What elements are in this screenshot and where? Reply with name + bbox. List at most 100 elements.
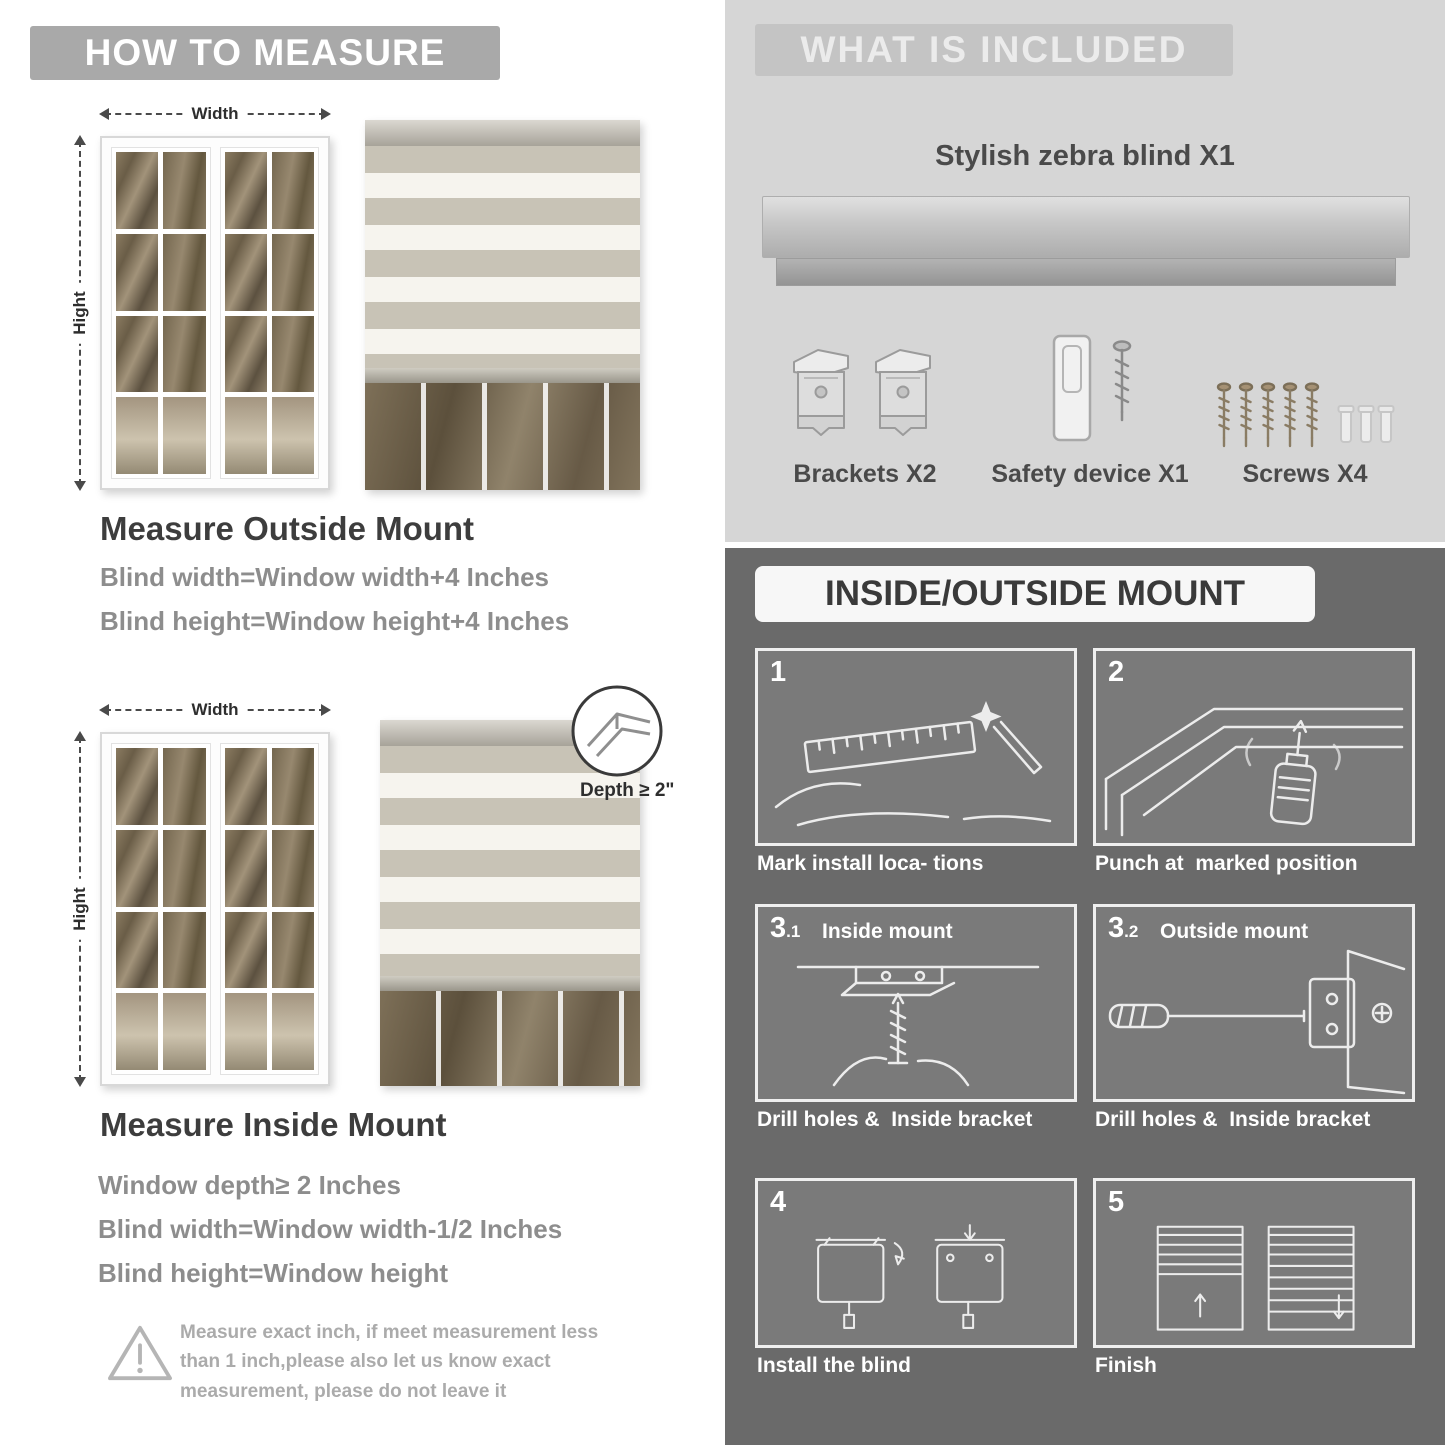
window-pane [116,315,159,393]
inside-width-formula: Blind width=Window width-1/2 Inches [98,1214,563,1244]
step-number: 2 [1108,656,1125,688]
step-number: 3.1 [770,912,801,944]
arrow-up-icon [74,731,86,741]
window-illustration-inside [100,732,330,1086]
window-pane [271,911,314,989]
step-panel-3-1: 3.1 Inside mount [755,904,1077,1102]
step-number: 1 [770,656,787,688]
depth-requirement-label: Depth ≥ 2" [580,780,675,801]
screw-icon [1112,340,1132,422]
window-pane [224,993,267,1070]
window-pane [163,397,206,474]
height-measure-inside: Hight [70,731,90,1087]
window-pane [271,397,314,474]
step-number: 5 [1108,1186,1125,1218]
step-panel-3-2: 3.2 Outside mount [1093,904,1415,1102]
how-to-measure-title: HOW TO MEASURE [84,32,446,73]
screws-icon [1216,382,1395,448]
step-title: Outside mount [1160,920,1309,943]
blind-cassette [365,120,640,146]
step-panel-2: 2 [1093,648,1415,846]
window-sash [111,743,211,1075]
window-sash [111,147,211,479]
window-pane [271,993,314,1070]
arrow-down-icon [74,1077,86,1087]
arrow-down-icon [74,481,86,491]
step-caption-4: Install the blind [757,1354,912,1377]
window-pane [224,911,267,989]
zebra-blind-outside-illustration [365,120,640,490]
step-caption-3-1: Drill holes & Inside bracket [757,1108,1033,1131]
inside-depth-rule: Window depth≥ 2 Inches [98,1170,401,1200]
safety-device-label: Safety device X1 [991,460,1189,488]
window-pane [163,993,206,1070]
step-caption-1: Mark install loca- tions [757,852,984,875]
outside-mount-title: Measure Outside Mount [100,510,475,547]
window-pane [271,152,314,229]
window-pane [224,152,267,229]
window-sash [219,147,319,479]
outside-bracket-illustration [1108,949,1406,1095]
window-pane [224,829,267,907]
height-label: Hight [70,878,90,940]
window-view [380,991,640,1086]
blind-bottom-rail [365,368,640,383]
what-is-included-banner: WHAT IS INCLUDED [755,24,1233,76]
step-number: 3.2 [1108,912,1139,944]
drill-illustration [1104,707,1404,837]
step-title: Inside mount [822,920,953,943]
step-caption-2: Punch at marked position [1095,852,1358,875]
window-pane [271,233,314,311]
arrow-left-icon [99,704,109,716]
width-label: Width [182,104,248,124]
step-panel-5: 5 [1093,1178,1415,1348]
inside-mount-title: Measure Inside Mount [100,1106,447,1143]
window-pane [163,748,206,825]
window-pane [163,911,206,989]
blind-headrail-valance [776,258,1396,286]
step-caption-3-2: Drill holes & Inside bracket [1095,1108,1371,1131]
window-pane [116,911,159,989]
blind-bottom-rail [380,976,640,991]
window-pane [271,315,314,393]
what-is-included-title: WHAT IS INCLUDED [800,29,1188,70]
included-blind-label: Stylish zebra blind X1 [935,140,1235,172]
window-pane [116,152,159,229]
outside-width-formula: Blind width=Window width+4 Inches [100,562,549,592]
window-pane [116,233,159,311]
window-illustration-outside [100,136,330,490]
window-pane [116,829,159,907]
blind-stripes [365,146,640,368]
window-pane [163,152,206,229]
window-pane [116,748,159,825]
window-pane [116,993,159,1070]
window-sash [219,743,319,1075]
step-panel-4: 4 [755,1178,1077,1348]
width-measure-inside: Width [99,700,331,720]
step-caption-5: Finish [1095,1354,1157,1377]
depth-detail-icon [571,685,663,777]
blind-headrail-image [762,196,1410,258]
install-blind-illustration [815,1224,1006,1329]
width-measure-outside: Width [99,104,331,124]
height-measure-outside: Hight [70,135,90,491]
brackets-label: Brackets X2 [793,460,937,488]
inside-height-formula: Blind height=Window height [98,1258,448,1288]
step-panel-1: 1 [755,648,1077,846]
measure-warning-text: Measure exact inch, if meet measurement … [180,1322,599,1402]
window-view [365,383,640,490]
warning-icon [108,1325,172,1381]
mount-banner: INSIDE/OUTSIDE MOUNT [755,566,1315,622]
zebra-blind-inside-illustration [380,720,640,1086]
window-pane [116,397,159,474]
window-pane [224,233,267,311]
window-pane [163,315,206,393]
finish-blind-illustration [1156,1225,1355,1331]
window-pane [224,315,267,393]
window-pane [271,748,314,825]
blind-stripes [380,746,640,976]
brackets-icon [793,349,931,436]
mark-location-illustration [774,701,1052,827]
how-to-measure-banner: HOW TO MEASURE [30,26,500,80]
